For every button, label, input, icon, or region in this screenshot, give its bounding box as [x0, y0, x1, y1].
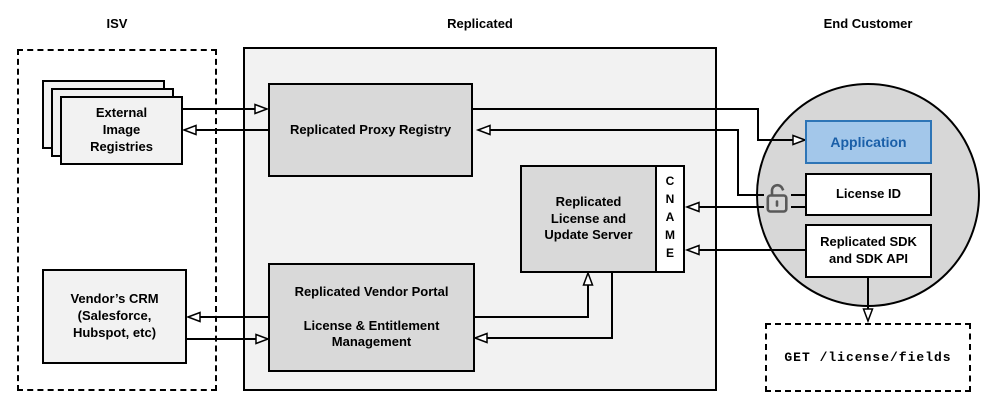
get-license-fields-text: GET /license/fields — [765, 323, 971, 392]
arrowhead-into-cname-top — [684, 201, 700, 213]
arrowhead-into-application — [792, 134, 808, 146]
replicated-sdk-label: Replicated SDK and SDK API — [820, 234, 917, 266]
line-proxy-to-application — [473, 108, 793, 141]
application-label: Application — [830, 133, 907, 150]
end-customer-section-title: End Customer — [823, 16, 913, 31]
replicated-sdk-node: Replicated SDK and SDK API — [805, 224, 932, 278]
vendors-crm-label: Vendor’s CRM (Salesforce, Hubspot, etc) — [70, 291, 159, 340]
arrowhead-into-portal-left — [255, 333, 271, 345]
cname-label: CNAME — [663, 174, 677, 264]
get-license-fields-box — [765, 323, 971, 392]
vendors-crm-node: Vendor’s CRM (Salesforce, Hubspot, etc) — [42, 269, 187, 364]
arrowhead-into-proxy-left — [254, 103, 270, 115]
isv-section-box — [17, 49, 217, 391]
arrowhead-into-cname-bottom — [684, 244, 700, 256]
replicated-license-update-server-label: Replicated License and Update Server — [544, 193, 633, 243]
replicated-license-update-server-group: Replicated License and Update Server CNA… — [520, 165, 685, 273]
application-node: Application — [805, 120, 932, 164]
license-id-node: License ID — [805, 173, 932, 216]
replicated-license-update-server-node: Replicated License and Update Server — [520, 165, 657, 273]
line-server-to-portal — [487, 273, 613, 339]
arrowhead-into-proxy-right — [475, 124, 491, 136]
replicated-vendor-portal-node: Replicated Vendor Portal License & Entit… — [268, 263, 475, 372]
external-image-registries-label: External Image Registries — [90, 105, 153, 154]
unlock-icon — [764, 180, 791, 216]
arrowhead-into-server — [582, 270, 594, 286]
replicated-section-title: Replicated — [447, 16, 513, 31]
get-license-fields-label: GET /license/fields — [784, 350, 952, 365]
arrowhead-into-registries — [181, 124, 197, 136]
arrowhead-into-get — [862, 308, 874, 324]
license-id-label: License ID — [835, 186, 902, 202]
line-portal-to-server — [475, 285, 589, 318]
connector-arrowheads — [181, 103, 874, 345]
replicated-proxy-registry-label: Replicated Proxy Registry — [289, 121, 452, 137]
replicated-proxy-registry-node: Replicated Proxy Registry — [268, 83, 473, 177]
arrowhead-into-portal-right — [472, 332, 488, 344]
replicated-vendor-portal-label: Replicated Vendor Portal License & Entit… — [294, 283, 449, 350]
cname-node: CNAME — [657, 165, 685, 273]
external-image-registries-node: External Image Registries — [60, 96, 183, 165]
arrowhead-into-crm — [185, 311, 201, 323]
isv-section-title: ISV — [106, 16, 128, 31]
